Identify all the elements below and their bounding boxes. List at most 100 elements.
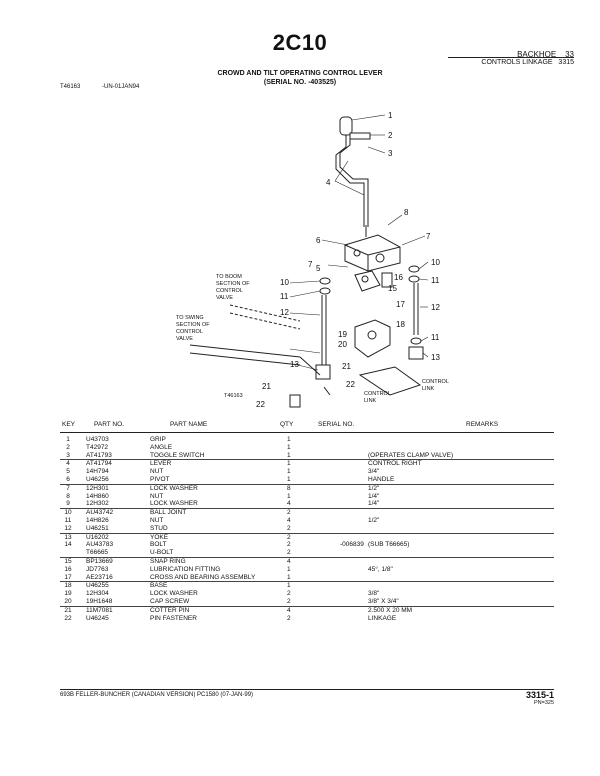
- cell-key: 21: [64, 606, 72, 614]
- cell-part-name: CAP SCREW: [150, 597, 190, 605]
- pin-fastener: [289, 386, 331, 408]
- callout-15: 15: [388, 284, 397, 293]
- callout-17: 17: [396, 300, 405, 309]
- cell-qty: 1: [287, 475, 291, 483]
- cell-qty: 4: [287, 606, 291, 614]
- cell-qty: 1: [287, 468, 291, 476]
- table-header-rule: [60, 432, 554, 433]
- serial-range: (SERIAL NO. -403525): [263, 79, 337, 86]
- diagram-figure-label: T46163: [224, 393, 243, 399]
- base: [354, 319, 391, 358]
- cell-remarks: LINKAGE: [368, 614, 397, 622]
- cell-qty: 8: [287, 484, 291, 492]
- cell-part-no: U46251: [86, 524, 109, 532]
- cell-part-name: CROSS AND BEARING ASSEMBLY: [150, 573, 256, 581]
- cell-key: 9: [66, 500, 70, 508]
- cell-qty: 1: [287, 443, 291, 451]
- cell-qty: 1: [287, 436, 291, 443]
- document-title: CROWD AND TILT OPERATING CONTROL LEVER: [217, 70, 383, 77]
- header-rule: [448, 57, 574, 58]
- cell-part-name: U-BOLT: [150, 549, 174, 557]
- callout-leaders: [289, 114, 429, 371]
- cell-key: 2: [66, 443, 70, 451]
- note-boom-3: CONTROL: [216, 288, 243, 294]
- cell-qty: 1: [287, 565, 291, 573]
- cell-part-name: BALL JOINT: [150, 509, 187, 517]
- note-boom-1: TO BOOM: [216, 274, 242, 280]
- cell-remarks: 3/8": [368, 590, 380, 598]
- cell-part-no: U46245: [86, 614, 109, 622]
- cell-part-name: BOLT: [150, 541, 167, 549]
- callout-7: 7: [426, 232, 431, 241]
- note-swing-4: VALVE: [176, 336, 193, 342]
- subsection-header: CONTROLS LINKAGE 3315: [481, 59, 574, 66]
- cell-part-no: 14H794: [86, 468, 109, 476]
- cell-part-name: LOCK WASHER: [150, 500, 198, 508]
- cell-key: 22: [64, 614, 72, 622]
- cell-part-no: 19H1648: [86, 597, 113, 605]
- section-page-number: 33: [565, 50, 574, 59]
- callout-20: 20: [338, 340, 347, 349]
- callout-18: 18: [396, 320, 405, 329]
- cell-qty: 1: [287, 582, 291, 590]
- cell-key: 10: [64, 509, 72, 517]
- cell-qty: 2: [287, 549, 291, 557]
- cell-part-no: BP13669: [86, 557, 113, 565]
- cell-part-no: 14H860: [86, 492, 109, 500]
- cell-remarks: 1/2": [368, 516, 380, 524]
- cell-qty: 1: [287, 492, 291, 500]
- cell-remarks: 3/8" X 3/4": [368, 597, 399, 605]
- callout-22: 22: [346, 380, 355, 389]
- lever-assembly: [335, 116, 371, 237]
- cell-part-name: YOKE: [150, 533, 169, 541]
- callout-1: 1: [388, 111, 393, 120]
- pivot-housing: [344, 234, 401, 272]
- cell-qty: 2: [287, 524, 291, 532]
- cell-key: 4: [66, 460, 70, 468]
- callout-11c: 11: [431, 333, 440, 342]
- cell-part-name: TOGGLE SWITCH: [150, 451, 205, 459]
- cell-key: 1: [66, 436, 70, 443]
- callout-8: 8: [404, 208, 409, 217]
- cell-remarks: (OPERATES CLAMP VALVE): [368, 451, 454, 459]
- cell-key: 17: [64, 573, 72, 581]
- cell-part-name: NUT: [150, 516, 164, 524]
- cell-part-name: STUD: [150, 524, 168, 532]
- callout-11b: 11: [280, 292, 289, 301]
- callout-5: 5: [316, 264, 321, 273]
- cell-part-no: JD7763: [86, 565, 109, 573]
- col-key: KEY: [62, 421, 76, 428]
- cell-remarks: 45°, 1/8": [368, 565, 393, 573]
- cell-remarks: 2.500 X 20 MM: [368, 606, 413, 614]
- cell-part-no: AT41793: [86, 451, 112, 459]
- parts-table-header: KEY PART NO. PART NAME QTY SERIAL NO. RE…: [0, 421, 600, 431]
- callout-16: 16: [394, 273, 403, 282]
- note-link2-1: CONTROL: [364, 391, 391, 397]
- note-boom-2: SECTION OF: [216, 281, 250, 287]
- note-boom-4: VALVE: [216, 295, 233, 301]
- callout-4: 4: [326, 178, 331, 187]
- note-link-2: LINK: [422, 386, 435, 392]
- callout-13: 13: [431, 353, 440, 362]
- cell-key: 19: [64, 590, 72, 598]
- note-swing-2: SECTION OF: [176, 322, 210, 328]
- callout-12: 12: [431, 303, 440, 312]
- cell-qty: 4: [287, 516, 291, 524]
- cell-part-no: T66665: [86, 549, 109, 557]
- footer-model: 693B FELLER-BUNCHER (CANADIAN VERSION) P…: [60, 692, 254, 698]
- cell-qty: 2: [287, 597, 291, 605]
- cell-qty: 2: [287, 614, 291, 622]
- cell-key: 11: [64, 516, 72, 524]
- cell-part-no: U46255: [86, 582, 109, 590]
